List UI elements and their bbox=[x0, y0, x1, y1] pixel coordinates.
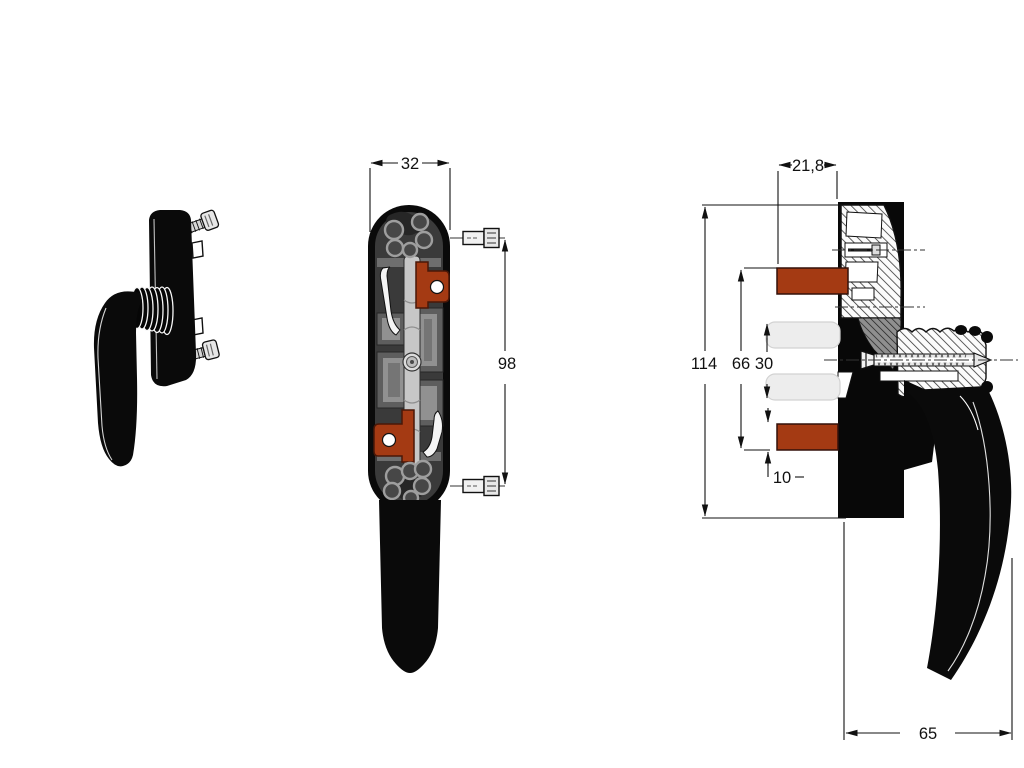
dim-label-30: 30 bbox=[755, 355, 773, 373]
neck-rib bbox=[955, 325, 967, 335]
cap-void-top bbox=[845, 211, 883, 239]
pin-gray-lower bbox=[765, 373, 841, 401]
dim-label-98: 98 bbox=[498, 355, 516, 373]
dimension-side-handle-depth: 65 bbox=[843, 522, 1013, 743]
dimension-front-height: 98 bbox=[498, 239, 516, 485]
dimension-side-outer-span: 66 bbox=[732, 267, 777, 451]
dim-label-32: 32 bbox=[401, 155, 419, 173]
mounting-tab-top bbox=[191, 240, 204, 259]
cap-void-low bbox=[851, 287, 875, 301]
grip-side-highlight bbox=[947, 401, 991, 672]
spring-hook-bottom bbox=[422, 410, 443, 458]
view-side-section bbox=[765, 202, 1018, 680]
pin-orange-top bbox=[776, 267, 849, 295]
hole-cluster-bottom bbox=[382, 459, 433, 507]
fixing-screw-top bbox=[462, 227, 500, 249]
pin-gray-upper bbox=[765, 321, 841, 349]
pin-orange-bottom bbox=[776, 423, 839, 451]
dimension-side-total-height: 114 bbox=[691, 204, 846, 519]
spring-hook-top bbox=[379, 266, 401, 336]
dimension-side-inner-span: 30 bbox=[755, 323, 773, 399]
cap-void-mid bbox=[844, 261, 879, 283]
clip-bottom bbox=[373, 409, 415, 463]
view-front bbox=[368, 205, 505, 673]
dim-label-21-8: 21,8 bbox=[792, 157, 824, 175]
dimensions: 32 98 21,8 114 bbox=[369, 155, 1013, 743]
clip-top bbox=[415, 261, 450, 309]
dim-label-66: 66 bbox=[732, 355, 750, 373]
dim-label-65: 65 bbox=[919, 725, 937, 743]
neck-rib bbox=[969, 326, 981, 336]
dimension-side-pin-height: 10 bbox=[764, 408, 804, 487]
handle-grip-perspective bbox=[93, 291, 142, 467]
handle-grip-side bbox=[908, 386, 1012, 680]
fixing-screw-bottom bbox=[462, 475, 500, 497]
dim-label-114: 114 bbox=[691, 355, 717, 373]
neck-rib bbox=[981, 331, 993, 343]
dimension-front-width: 32 bbox=[369, 155, 451, 232]
dim-label-10: 10 bbox=[773, 469, 791, 487]
grip-highlight bbox=[97, 307, 113, 461]
dimension-side-depth-top: 21,8 bbox=[777, 157, 838, 264]
neck-grip-gap bbox=[959, 395, 979, 431]
view-perspective bbox=[93, 209, 220, 467]
handle-grip-front bbox=[379, 500, 441, 673]
hole-cluster-top bbox=[383, 211, 434, 259]
